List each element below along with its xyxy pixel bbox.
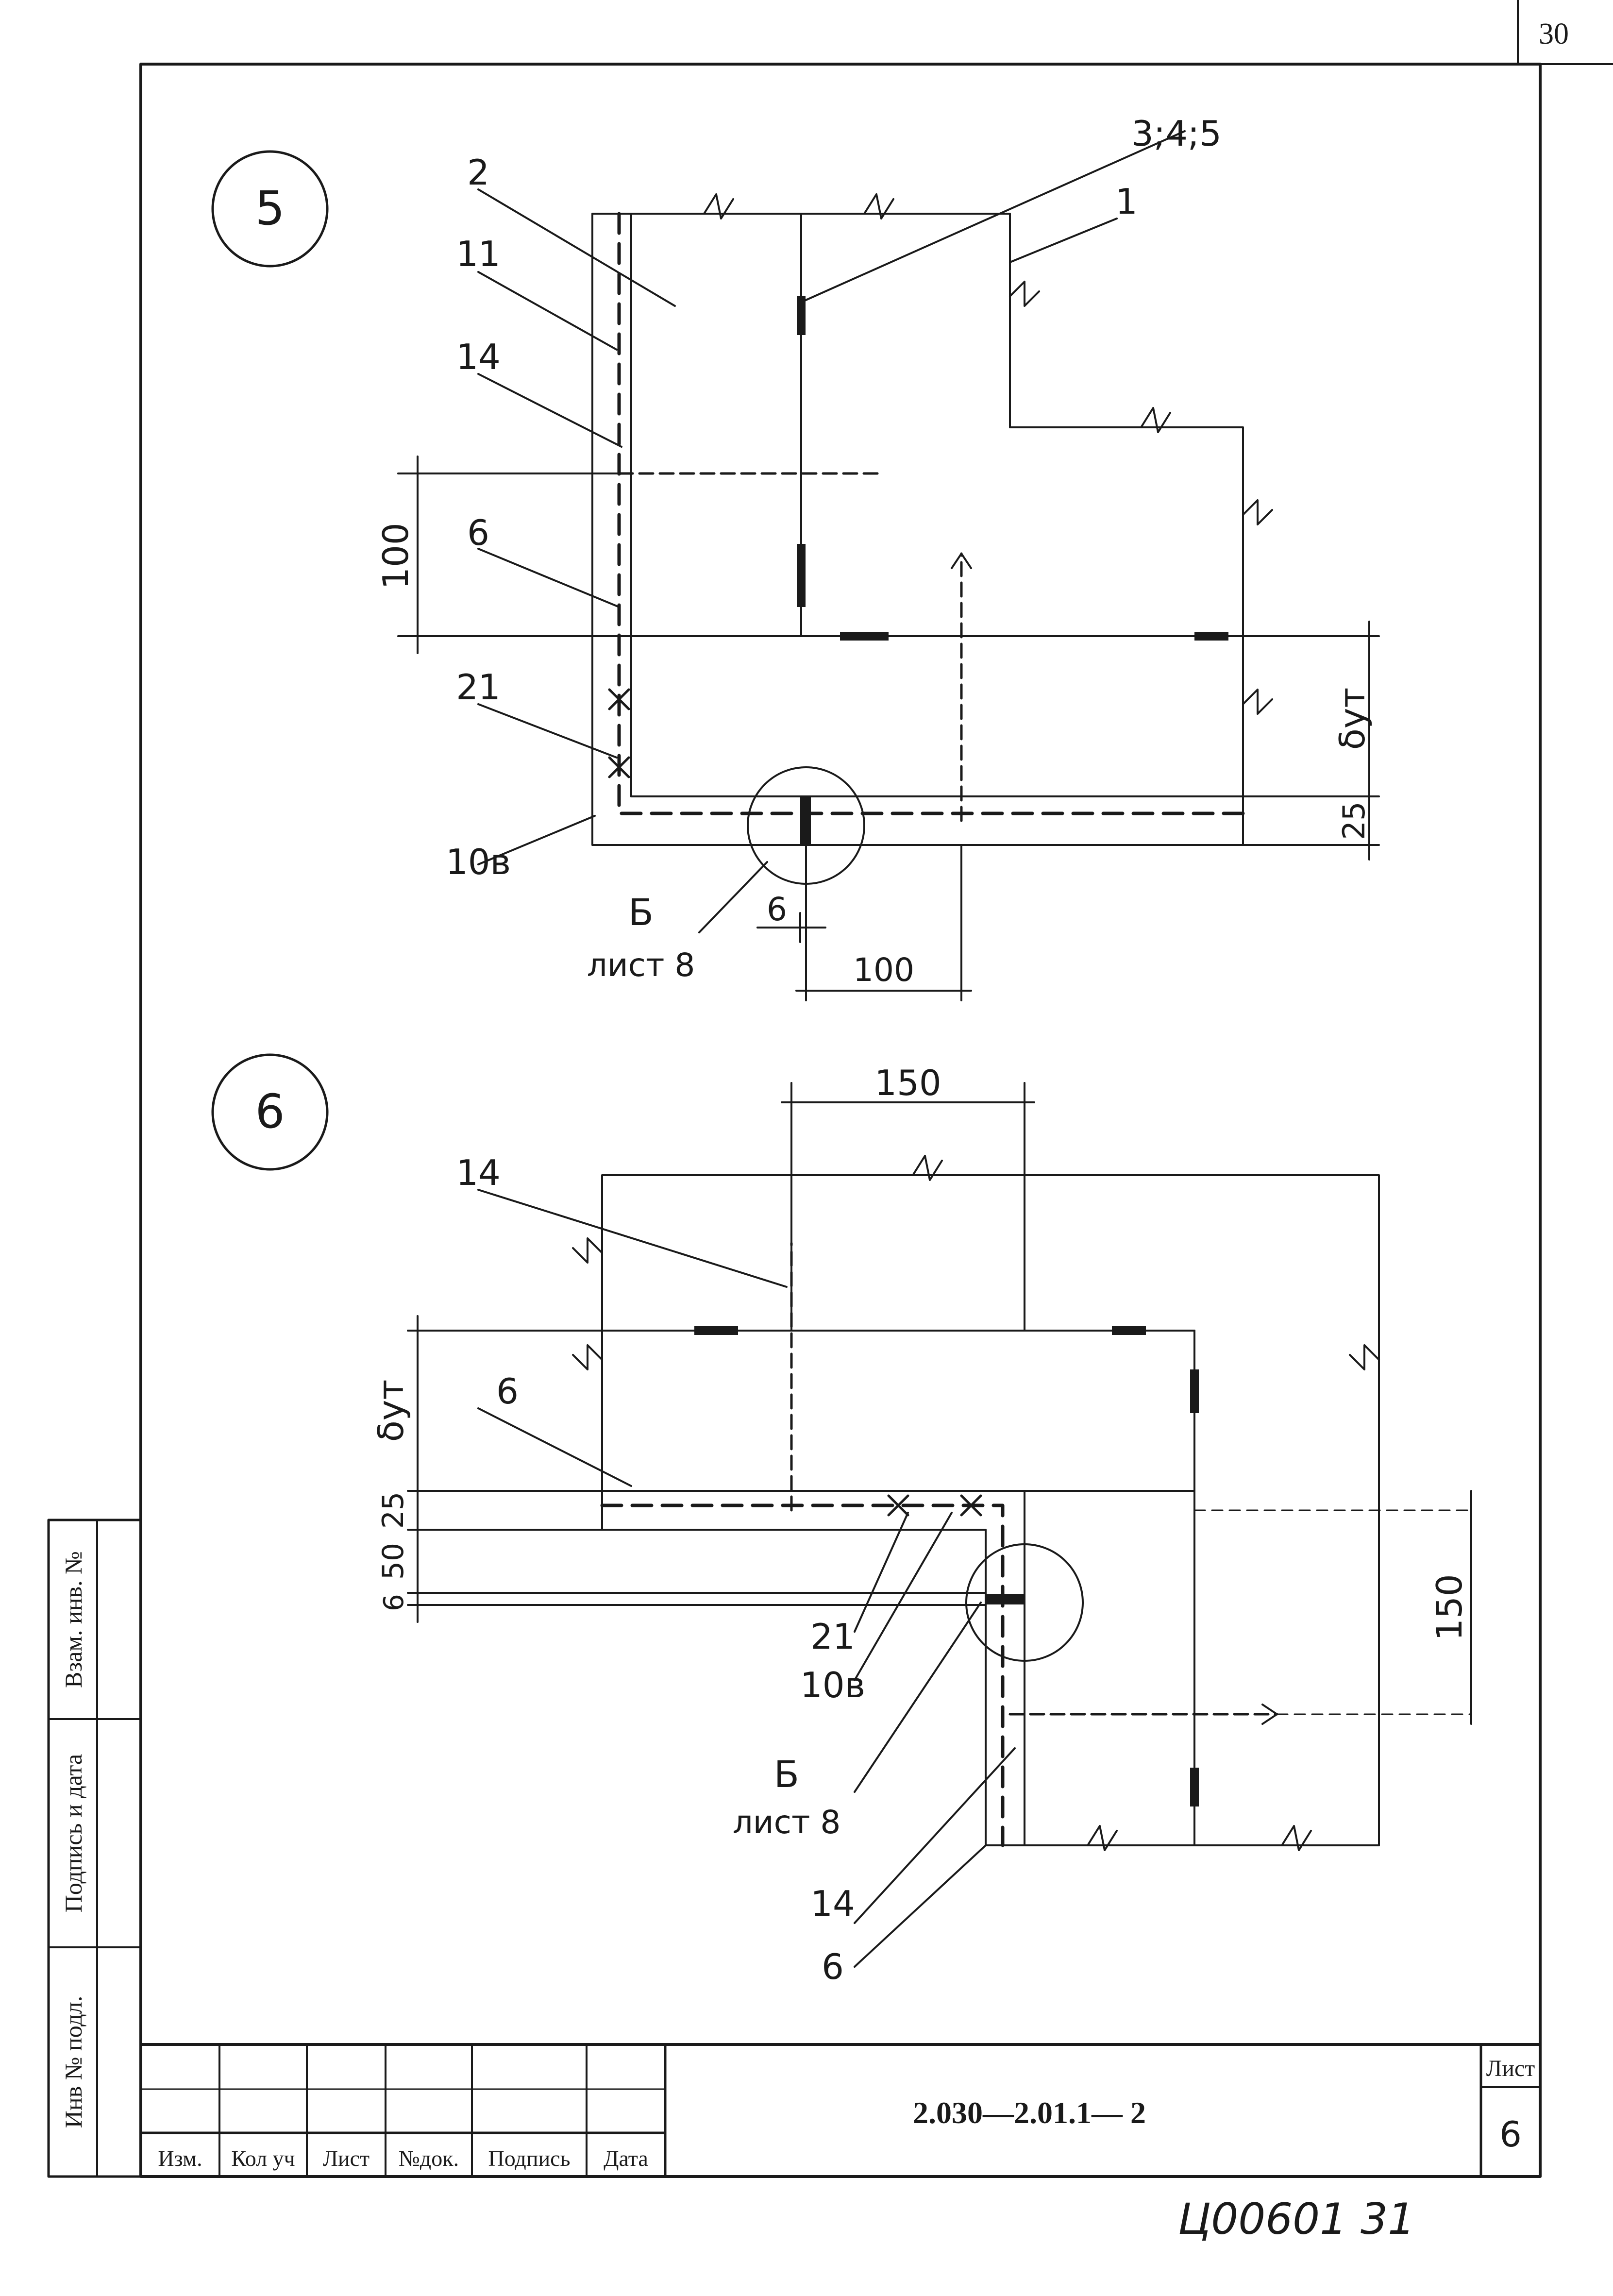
side-strip <box>47 1519 142 2178</box>
node6-dim-6: 6 <box>378 1594 410 1611</box>
node5-callout-1: 1 <box>1115 181 1138 222</box>
node5-callout-14: 14 <box>456 337 501 377</box>
title-block <box>139 2043 1542 2178</box>
tb-col-data: Дата <box>604 2146 648 2171</box>
node6-callout-6a: 6 <box>496 1371 519 1412</box>
node6-dim-150-top: 150 <box>874 1063 941 1103</box>
node5-number: 5 <box>255 181 285 236</box>
tb-designation: 2.030—2.01.1— 2 <box>913 2095 1146 2130</box>
node6-ref-letter: Б <box>774 1753 799 1796</box>
node6-dim-50: 50 <box>376 1543 410 1580</box>
node6-callout-6b: 6 <box>822 1946 844 1987</box>
page-number: 30 <box>1539 17 1569 51</box>
node5-callout-345: 3;4;5 <box>1131 113 1222 154</box>
tb-sheet-number: 6 <box>1499 2114 1522 2155</box>
tb-col-list: Лист <box>323 2146 370 2171</box>
node6-dim-ut: δут <box>370 1380 411 1442</box>
node5-callout-6: 6 <box>467 512 489 553</box>
side-label-podpis: Подпись и дата <box>60 1754 87 1912</box>
archive-stamp: Ц00601 31 <box>1178 2194 1415 2244</box>
node6-insulation-vertical <box>1024 1490 1195 1846</box>
node6-callout-10b: 10в <box>800 1665 865 1705</box>
node6-number: 6 <box>255 1084 285 1139</box>
node5-ref-sheet: лист 8 <box>587 946 695 984</box>
node6-dim-150-right: 150 <box>1429 1574 1470 1640</box>
node5-dim-100-vert: 100 <box>375 523 416 589</box>
node5-dim-100-horz: 100 <box>853 951 914 989</box>
side-label-inv: Инв № подл. <box>60 1996 87 2128</box>
tb-col-kol: Кол уч <box>231 2146 295 2171</box>
node6-circle <box>211 1053 329 1171</box>
node5-ref-letter: Б <box>628 891 654 934</box>
node6-drawing <box>211 1053 1472 1968</box>
node6-detail-circle <box>965 1543 1084 1662</box>
node6-callout-21: 21 <box>810 1616 855 1657</box>
tb-col-podpis: Подпись <box>488 2146 571 2171</box>
node5-callout-11: 11 <box>456 234 501 274</box>
node5-callout-21: 21 <box>456 667 501 708</box>
node6-mesh <box>600 1503 1005 1847</box>
node6-concrete <box>601 1174 1380 1846</box>
node6-callout-14a: 14 <box>456 1152 501 1193</box>
side-label-vzam: Взам. инв. № <box>60 1551 87 1688</box>
node5-callout-10b: 10в <box>446 842 511 882</box>
node5-insulation-horizontal <box>630 635 1244 797</box>
node5-mesh <box>617 212 1245 815</box>
node5-concrete <box>800 213 1244 637</box>
node6-dim-25: 25 <box>376 1492 410 1529</box>
node5-drawing <box>211 130 1380 1001</box>
node5-dim-25: 25 <box>1336 802 1372 840</box>
node6-callout-14b: 14 <box>810 1883 855 1924</box>
node5-plaster <box>591 213 1244 846</box>
node6-insulation-horizontal <box>601 1330 1195 1492</box>
node5-dim-ut: δут <box>1332 688 1373 750</box>
node5-dim-6: 6 <box>767 891 787 928</box>
tb-col-ndok: №док. <box>399 2146 459 2171</box>
tb-col-izm: Изм. <box>158 2146 202 2171</box>
tb-sheet-label: Лист <box>1486 2056 1535 2081</box>
node6-ref-sheet: лист 8 <box>733 1804 841 1841</box>
sheet-frame <box>139 0 1613 2178</box>
node5-insulation-vertical <box>630 213 802 637</box>
node5-callout-2: 2 <box>467 152 489 193</box>
node5-circle <box>211 150 329 268</box>
